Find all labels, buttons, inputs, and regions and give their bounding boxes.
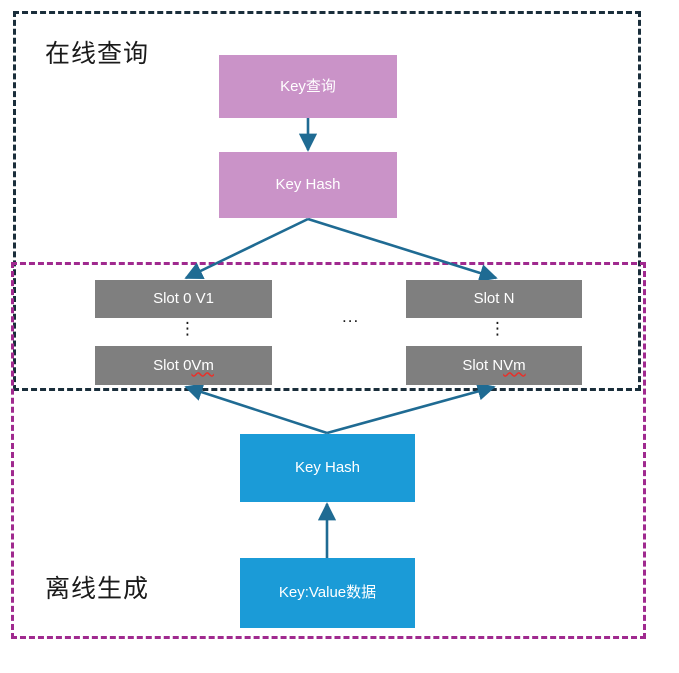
vertical-ellipsis-right-icon: ⋮	[489, 319, 506, 338]
horizontal-ellipsis-icon: ...	[342, 307, 360, 326]
node-slot-n-vm[interactable]: Slot N Vm	[406, 346, 582, 385]
node-key-hash-online[interactable]: Key Hash	[219, 152, 397, 218]
node-slot-n-vm-suffix: Vm	[503, 356, 526, 374]
node-slot-0-v1[interactable]: Slot 0 V1	[95, 280, 272, 318]
node-slot-n-vm-prefix: Slot N	[462, 356, 504, 374]
node-slot-0-vm-suffix: Vm	[191, 356, 214, 374]
node-slot-n[interactable]: Slot N	[406, 280, 582, 318]
node-slot-0-vm-prefix: Slot 0	[153, 356, 192, 374]
vertical-ellipsis-left-icon: ⋮	[179, 319, 196, 338]
region-label-online: 在线查询	[45, 40, 150, 68]
region-label-offline: 离线生成	[45, 575, 150, 603]
node-key-value-data[interactable]: Key:Value数据	[240, 558, 415, 628]
node-slot-0-vm[interactable]: Slot 0 Vm	[95, 346, 272, 385]
node-key-query[interactable]: Key查询	[219, 55, 397, 118]
node-key-hash-offline[interactable]: Key Hash	[240, 434, 415, 502]
